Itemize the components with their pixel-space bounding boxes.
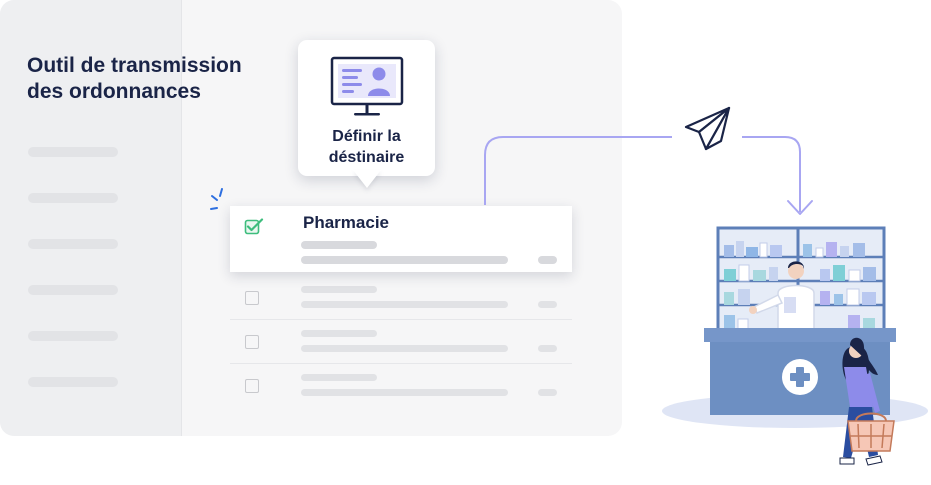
recipient-checkbox[interactable] <box>245 379 259 393</box>
tooltip-pointer <box>353 170 381 188</box>
text-placeholder <box>538 256 557 264</box>
sidebar-item-placeholder[interactable] <box>28 285 118 295</box>
sidebar <box>0 0 182 436</box>
recipient-row[interactable] <box>230 320 572 364</box>
sparkle-icon <box>210 188 223 210</box>
page-title: Outil de transmission des ordonnances <box>27 53 287 105</box>
recipient-checkbox[interactable] <box>245 335 259 349</box>
sidebar-item-placeholder[interactable] <box>28 377 118 387</box>
pharmacy-counter-illustration <box>662 226 928 466</box>
text-placeholder <box>301 374 377 381</box>
page-title-line-1: Outil de transmission <box>27 54 242 77</box>
paper-plane-icon <box>684 106 731 151</box>
text-placeholder <box>538 389 557 396</box>
sidebar-item-placeholder[interactable] <box>28 193 118 203</box>
recipient-row[interactable] <box>230 276 572 320</box>
text-placeholder <box>538 345 557 352</box>
tooltip-text-line-1: Définir la <box>332 128 401 145</box>
text-placeholder <box>301 256 508 264</box>
sidebar-item-placeholder[interactable] <box>28 331 118 341</box>
text-placeholder <box>301 241 377 249</box>
page-title-line-2: des ordonnances <box>27 80 201 103</box>
text-placeholder <box>301 286 377 293</box>
tooltip-text: Définir la déstinaire <box>298 126 435 168</box>
recipient-row[interactable] <box>230 364 572 408</box>
text-placeholder <box>538 301 557 308</box>
tooltip-text-line-2: déstinaire <box>328 149 405 166</box>
sidebar-item-placeholder[interactable] <box>28 147 118 157</box>
monitor-doctor-icon <box>330 56 404 116</box>
row-divider <box>230 363 572 364</box>
sidebar-divider <box>181 0 182 436</box>
row-divider <box>230 319 572 320</box>
sidebar-item-placeholder[interactable] <box>28 239 118 249</box>
text-placeholder <box>301 345 508 352</box>
recipient-checkbox[interactable] <box>245 291 259 305</box>
text-placeholder <box>301 330 377 337</box>
text-placeholder <box>301 301 508 308</box>
recipient-row-selected[interactable]: Pharmacie <box>230 206 572 272</box>
text-placeholder <box>301 389 508 396</box>
tooltip: Définir la déstinaire <box>298 40 435 176</box>
recipient-label: Pharmacie <box>303 213 389 232</box>
checked-checkbox-icon[interactable] <box>244 217 264 235</box>
